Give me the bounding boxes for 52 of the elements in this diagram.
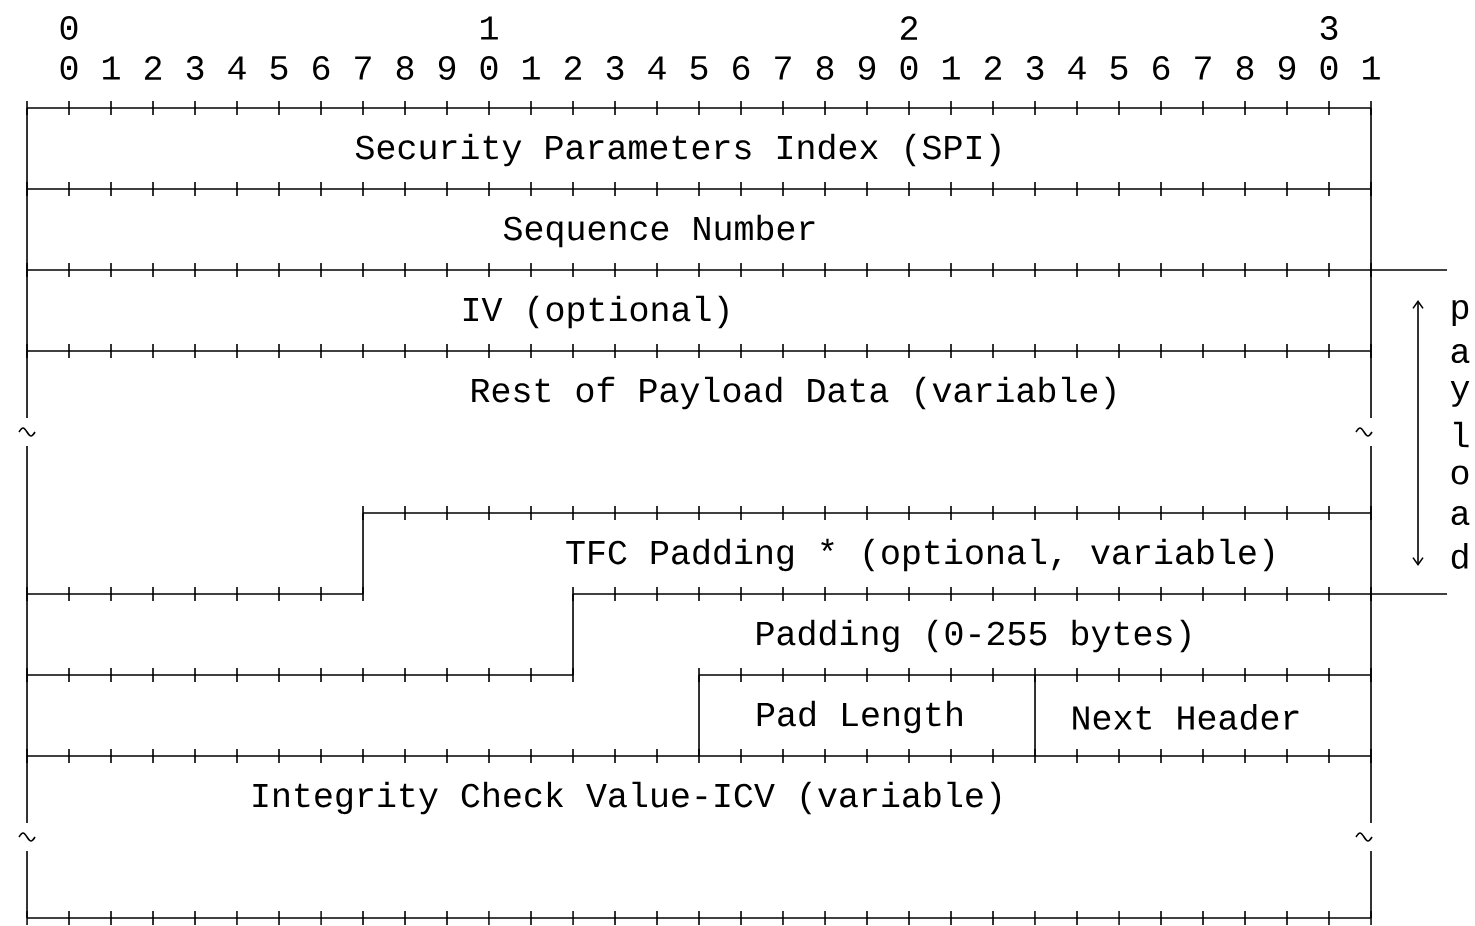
bit-number: 0 [1320,56,1338,80]
bit-number: 8 [1236,56,1254,80]
field-name: Padding (0-255 bytes) [757,619,1190,653]
bit-number: 9 [438,56,456,80]
payload-letter: a [1451,343,1470,364]
bit-number: 9 [858,56,876,80]
payload-letter: o [1451,465,1469,485]
bit-number: 0 [480,56,498,80]
field-name: Pad Length [757,700,962,734]
bit-number: 0 [900,56,918,80]
bit-number: 1 [943,56,960,80]
field-name: TFC Padding * (optional, variable) [566,538,1274,572]
field-name: Integrity Check Value-ICV (variable) [253,781,1001,815]
bit-number: 5 [690,56,708,80]
bit-number: 3 [606,56,624,80]
bit-number: 3 [1026,56,1044,80]
payload-letter: y [1450,381,1470,407]
bit-number: 0 [60,56,78,80]
bit-number: 7 [1195,56,1211,80]
bit-number: 1 [523,56,540,80]
field-name: IV (optional) [463,295,728,329]
bit-number: 6 [733,56,750,80]
bit-number: 0 [60,16,78,40]
bit-number: 1 [103,56,120,80]
field-name: Sequence Number [503,214,815,248]
bit-number: 9 [1278,56,1296,80]
bit-number: 1 [481,16,498,40]
bit-number: 6 [1153,56,1170,80]
payload-letter: l [1454,421,1469,448]
field-name: Next Header [1073,704,1299,730]
bit-number: 4 [648,56,666,80]
bit-number: 4 [1068,56,1086,80]
payload-letter: a [1451,505,1470,526]
field-name: Security Parameters Index (SPI) [355,133,1000,167]
bit-number: 7 [355,56,371,80]
bit-number: 2 [564,56,582,80]
payload-letter: d [1451,543,1468,569]
bit-number: 5 [270,56,288,80]
bit-number: 8 [396,56,414,80]
field-name: Rest of Payload Data (variable) [472,376,1115,410]
bit-number: 8 [816,56,834,80]
bit-number: 2 [144,56,162,80]
bit-number: 5 [1110,56,1128,80]
payload-letter: p [1452,299,1469,327]
bit-number: 3 [186,56,204,80]
bit-number: 3 [1320,16,1338,40]
bit-number: 6 [313,56,330,80]
bit-number: 7 [775,56,791,80]
bit-number: 2 [900,16,918,40]
bit-number: 1 [1363,56,1380,80]
bit-number: 2 [984,56,1002,80]
bit-number: 4 [228,56,246,80]
